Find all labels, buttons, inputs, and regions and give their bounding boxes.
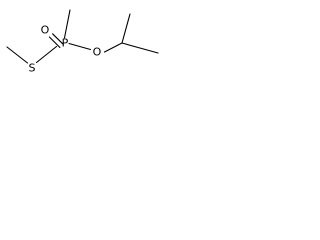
atom-phosphorus: P — [62, 37, 69, 50]
atom-oxygen-double: O — [41, 24, 50, 37]
bond-p-o-ester — [68, 42, 92, 51]
bond-p-s — [35, 45, 58, 64]
atom-oxygen-ester: O — [93, 46, 102, 59]
bond-p-o-double-b — [48, 36, 61, 49]
structure-diagram: O P O S — [6, 9, 159, 75]
bond-s-methyl — [6, 46, 29, 64]
atom-oxygen-double-label: O — [41, 24, 50, 37]
atom-sulfur: S — [29, 62, 36, 75]
bond-ch-methyl-right — [121, 42, 159, 54]
bond-o-ch — [103, 42, 123, 53]
atom-oxygen-ester-label: O — [93, 46, 102, 59]
atom-phosphorus-label: P — [62, 37, 69, 50]
bond-p-methyl — [63, 9, 71, 39]
atom-sulfur-label: S — [29, 62, 36, 75]
bond-p-o-double-a — [52, 33, 64, 45]
bond-ch-methyl-upper — [121, 13, 131, 44]
